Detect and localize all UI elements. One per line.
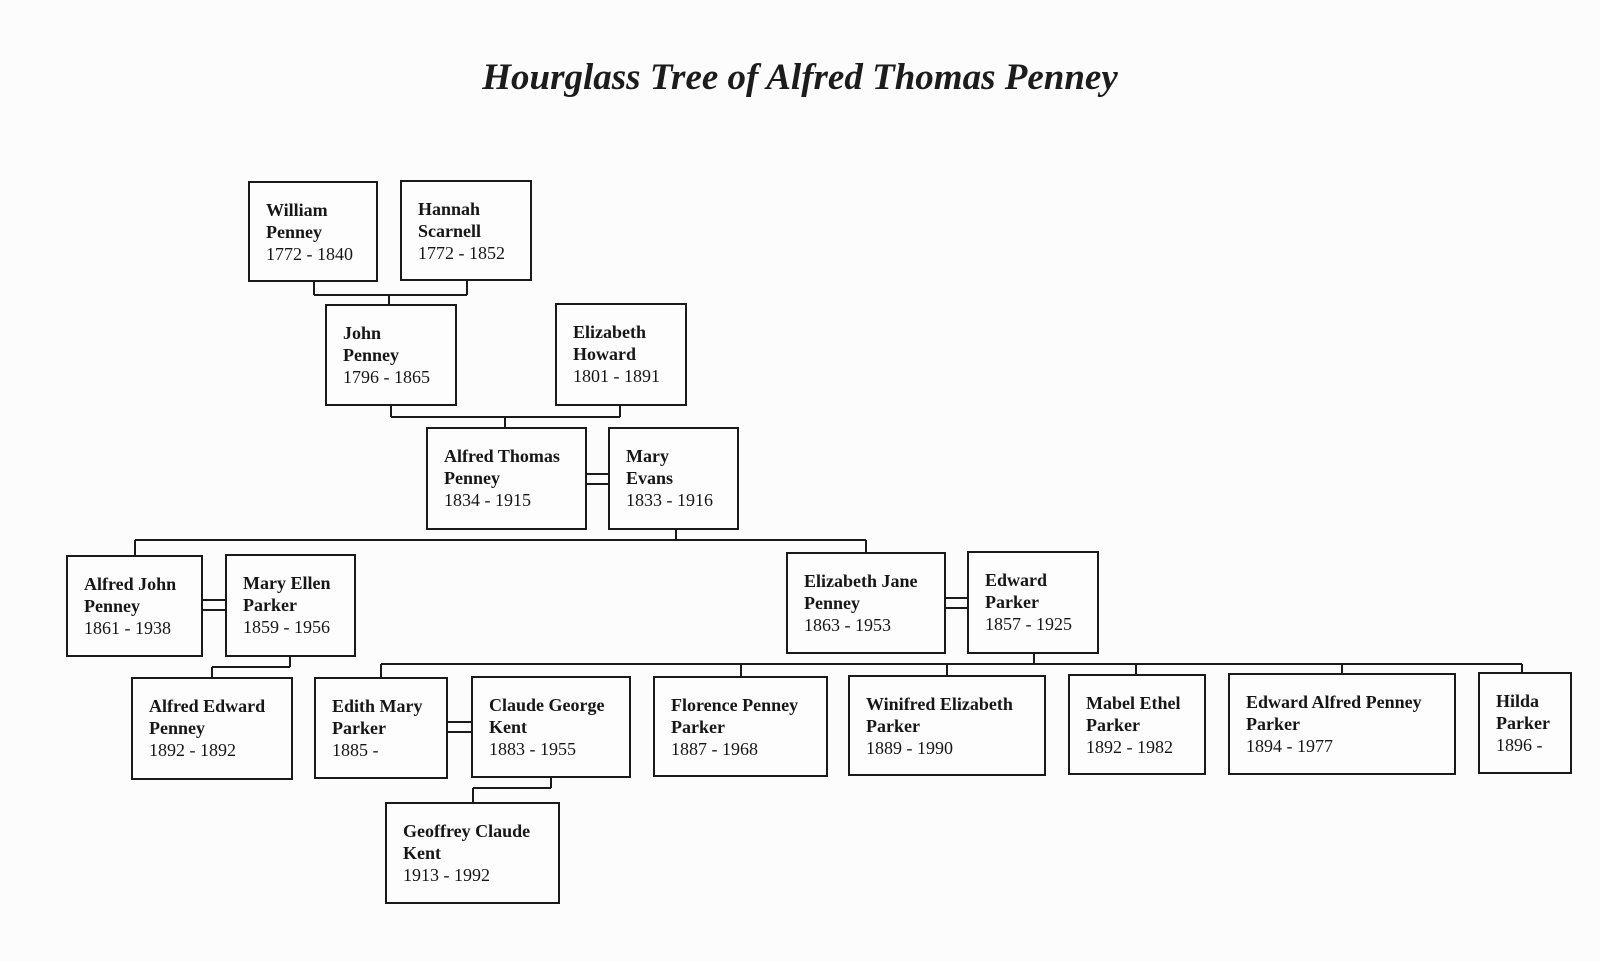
person-surname: Parker xyxy=(866,716,920,736)
person-years: 1861 - 1938 xyxy=(84,618,171,638)
page-title: Hourglass Tree of Alfred Thomas Penney xyxy=(482,57,1118,98)
person-box-mary-ellen-parker: Mary Ellen Parker 1859 - 1956 xyxy=(225,554,356,657)
person-years: 1913 - 1992 xyxy=(403,865,490,885)
person-box-john-penney: John Penney 1796 - 1865 xyxy=(325,304,457,406)
person-name: Hannah xyxy=(418,199,481,219)
person-name: Claude George xyxy=(489,695,605,715)
person-name: Mary xyxy=(626,446,669,466)
person-surname: Parker xyxy=(671,717,725,737)
person-years: 1859 - 1956 xyxy=(243,617,330,637)
person-box-florence-penney-parker: Florence Penney Parker 1887 - 1968 xyxy=(653,676,828,777)
person-box-elizabeth-jane-penney: Elizabeth Jane Penney 1863 - 1953 xyxy=(786,552,946,654)
person-surname: Parker xyxy=(1496,713,1550,733)
person-name: Alfred Edward xyxy=(149,696,266,716)
person-surname: Kent xyxy=(489,717,527,737)
person-name: John xyxy=(343,323,382,343)
person-box-alfred-thomas-penney: Alfred Thomas Penney 1834 - 1915 xyxy=(426,427,587,530)
person-surname: Penney xyxy=(84,596,140,616)
person-name: Edith Mary xyxy=(332,696,423,716)
person-name: Elizabeth Jane xyxy=(804,571,918,591)
person-box-alfred-john-penney: Alfred John Penney 1861 - 1938 xyxy=(66,555,203,657)
person-name: William xyxy=(266,200,328,220)
person-surname: Penney xyxy=(149,718,205,738)
person-years: 1896 - xyxy=(1496,735,1543,755)
person-box-alfred-edward-penney: Alfred Edward Penney 1892 - 1892 xyxy=(131,677,293,780)
person-name: Florence Penney xyxy=(671,695,799,715)
person-surname: Howard xyxy=(573,344,636,364)
person-years: 1772 - 1840 xyxy=(266,244,353,264)
person-name: Mary Ellen xyxy=(243,573,331,593)
person-name: Edward xyxy=(985,570,1048,590)
person-box-edith-mary-parker: Edith Mary Parker 1885 - xyxy=(314,677,448,779)
person-years: 1833 - 1916 xyxy=(626,490,713,510)
person-surname: Penney xyxy=(804,593,860,613)
person-years: 1892 - 1892 xyxy=(149,740,236,760)
person-surname: Penney xyxy=(444,468,500,488)
person-surname: Scarnell xyxy=(418,221,481,241)
person-box-hilda-parker: Hilda Parker 1896 - xyxy=(1478,672,1572,774)
person-box-elizabeth-howard: Elizabeth Howard 1801 - 1891 xyxy=(555,303,687,406)
person-years: 1883 - 1955 xyxy=(489,739,576,759)
person-name: Geoffrey Claude xyxy=(403,821,531,841)
person-surname: Penney xyxy=(343,345,399,365)
person-years: 1887 - 1968 xyxy=(671,739,758,759)
person-years: 1889 - 1990 xyxy=(866,738,953,758)
person-box-william-penney: William Penney 1772 - 1840 xyxy=(248,181,378,282)
person-name: Elizabeth xyxy=(573,322,647,342)
person-name: Hilda xyxy=(1496,691,1540,711)
person-name: Alfred Thomas xyxy=(444,446,560,466)
person-surname: Parker xyxy=(243,595,297,615)
person-years: 1863 - 1953 xyxy=(804,615,891,635)
person-years: 1894 - 1977 xyxy=(1246,736,1333,756)
person-box-mabel-ethel-parker: Mabel Ethel Parker 1892 - 1982 xyxy=(1068,674,1206,775)
person-name: Alfred John xyxy=(84,574,177,594)
person-name: Mabel Ethel xyxy=(1086,693,1181,713)
person-name: Winifred Elizabeth xyxy=(866,694,1013,714)
person-surname: Kent xyxy=(403,843,441,863)
person-box-hannah-scarnell: Hannah Scarnell 1772 - 1852 xyxy=(400,180,532,281)
person-box-mary-evans: Mary Evans 1833 - 1916 xyxy=(608,427,739,530)
person-surname: Parker xyxy=(985,592,1039,612)
person-surname: Penney xyxy=(266,222,322,242)
person-years: 1834 - 1915 xyxy=(444,490,531,510)
person-years: 1772 - 1852 xyxy=(418,243,505,263)
person-box-claude-george-kent: Claude George Kent 1883 - 1955 xyxy=(471,676,631,778)
person-surname: Evans xyxy=(626,468,674,488)
person-surname: Parker xyxy=(332,718,386,738)
person-years: 1885 - xyxy=(332,740,379,760)
person-years: 1892 - 1982 xyxy=(1086,737,1173,757)
person-surname: Parker xyxy=(1246,714,1300,734)
person-box-geoffrey-claude-kent: Geoffrey Claude Kent 1913 - 1992 xyxy=(385,802,560,904)
person-years: 1801 - 1891 xyxy=(573,366,660,386)
person-box-edward-alfred-penney-parker: Edward Alfred Penney Parker 1894 - 1977 xyxy=(1228,673,1456,775)
person-years: 1796 - 1865 xyxy=(343,367,430,387)
person-years: 1857 - 1925 xyxy=(985,614,1072,634)
person-surname: Parker xyxy=(1086,715,1140,735)
person-name: Edward Alfred Penney xyxy=(1246,692,1422,712)
person-box-winifred-elizabeth-parker: Winifred Elizabeth Parker 1889 - 1990 xyxy=(848,675,1046,776)
person-box-edward-parker: Edward Parker 1857 - 1925 xyxy=(967,551,1099,654)
